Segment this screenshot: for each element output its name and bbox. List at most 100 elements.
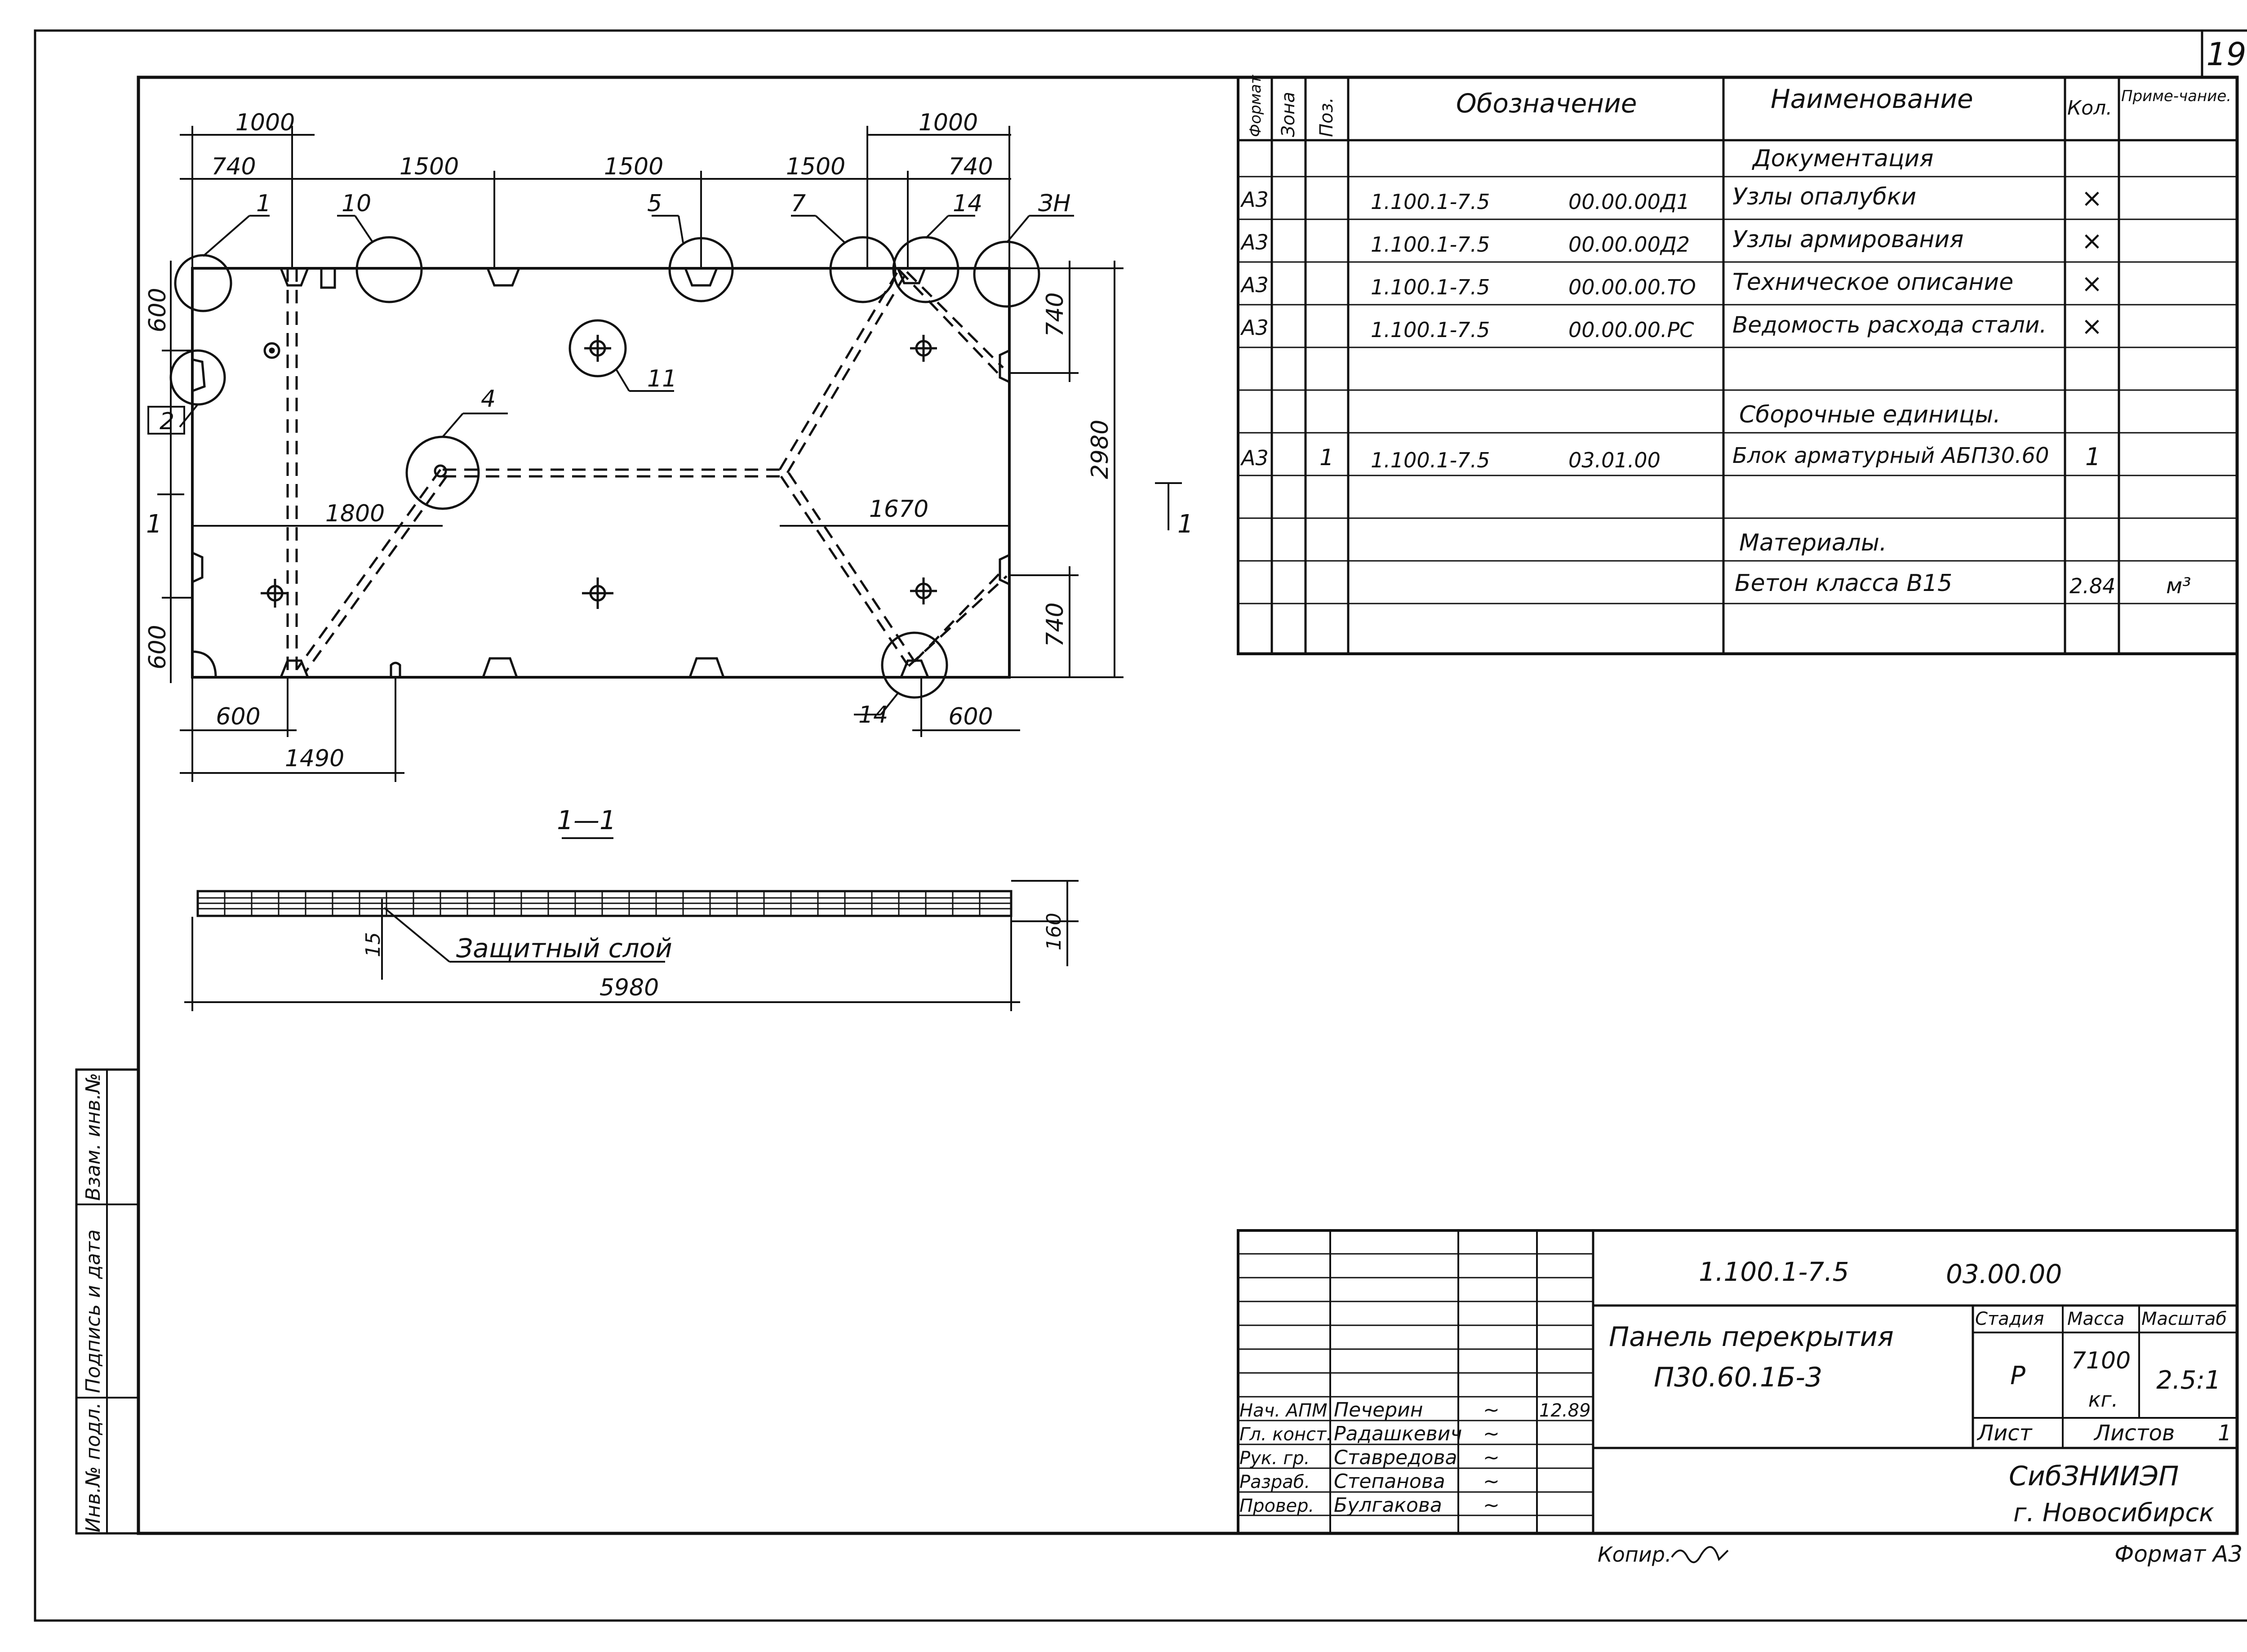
embedded-sockets xyxy=(191,268,1010,678)
format-label: Формат А3 xyxy=(2114,1541,2243,1567)
spec-row-8-code1: 1.100.1-7.5 xyxy=(1371,448,1490,472)
staff-role-4: Разраб. xyxy=(1239,1472,1310,1492)
dim-top-inner-1: 740 xyxy=(211,153,256,180)
staff-name-4: Степанова xyxy=(1334,1470,1445,1493)
section-mark-right: 1 xyxy=(1177,510,1194,539)
tb-code: 03.00.00 xyxy=(1946,1259,2062,1289)
callout-14-top: 14 xyxy=(953,190,982,217)
tb-designation: 1.100.1-7.5 xyxy=(1699,1257,1849,1287)
copied-label: Копир. xyxy=(1598,1542,1672,1567)
tb-stage-label: Стадия xyxy=(1975,1309,2044,1329)
staff-role-2: Гл. конст. xyxy=(1239,1424,1332,1445)
dimension-lines xyxy=(157,126,1182,782)
side-stamp: Инв.№ подл. Подпись и дата Взам. инв.№ xyxy=(75,1068,140,1535)
outer-frame xyxy=(34,29,2247,1622)
spec-header-name: Наименование xyxy=(1771,84,1973,114)
spec-row-8-code2: 03.01.00 xyxy=(1568,448,1661,472)
spec-row-5-code1: 1.100.1-7.5 xyxy=(1371,318,1490,342)
callout-zn: ЗН xyxy=(1038,190,1070,217)
spec-row-4-qty: × xyxy=(2082,269,2103,298)
spec-row-3-code1: 1.100.1-7.5 xyxy=(1371,232,1490,257)
spec-row-5-code2: 00.00.00.РС xyxy=(1568,318,1694,342)
panel-outline xyxy=(191,267,1011,679)
staff-name-5: Булгакова xyxy=(1334,1494,1442,1517)
spec-row-4-name: Техническое описание xyxy=(1732,269,2013,296)
section-mark-left: 1 xyxy=(146,510,162,539)
staff-sign-1: ~ xyxy=(1483,1399,1500,1421)
tb-sheets-count: 1 xyxy=(2218,1421,2232,1446)
callout-14-bottom: 14 xyxy=(858,702,888,728)
callout-1: 1 xyxy=(256,190,271,217)
dim-right-top: 740 xyxy=(1042,292,1069,337)
tb-mass-label: Масса xyxy=(2067,1309,2125,1329)
spec-row-11-name: Бетон класса В15 xyxy=(1735,570,1952,597)
dim-top-outer-right: 1000 xyxy=(919,109,978,136)
tb-org-line2: г. Новосибирск xyxy=(2013,1498,2214,1528)
staff-name-1: Печерин xyxy=(1334,1399,1423,1421)
staff-sign-5: ~ xyxy=(1483,1494,1500,1517)
callout-11: 11 xyxy=(647,365,677,392)
spec-header-qty: Кол. xyxy=(2067,97,2112,120)
side-stamp-inv-replace: Взам. инв.№ xyxy=(82,1073,105,1201)
spec-row-2-format: А3 xyxy=(1240,187,1269,212)
spec-row-3-qty: × xyxy=(2082,226,2103,256)
title-block: 1.100.1-7.5 03.00.00 Панель перекрытия П… xyxy=(1237,1229,2238,1535)
spec-row-3-name: Узлы армирования xyxy=(1732,226,1963,253)
side-stamp-signature: Подпись и дата xyxy=(82,1230,105,1393)
dim-cover: 15 xyxy=(362,932,385,957)
spec-row-8-pos: 1 xyxy=(1319,444,1334,471)
dim-bottom-left: 600 xyxy=(216,703,260,730)
spec-row-7-name: Сборочные единицы. xyxy=(1739,401,2001,428)
spec-row-4-format: А3 xyxy=(1240,273,1269,297)
spec-row-11-note: м³ xyxy=(2166,573,2191,599)
spec-row-1-name: Документация xyxy=(1752,145,1933,172)
dim-top-inner-4: 1500 xyxy=(786,153,845,180)
spec-row-10-name: Материалы. xyxy=(1739,529,1887,556)
protective-layer-label: Защитный слой xyxy=(456,933,672,964)
callout-7: 7 xyxy=(791,190,806,217)
callout-2-box xyxy=(147,406,185,435)
staff-name-3: Ставредова xyxy=(1334,1446,1457,1469)
section-title: 1—1 xyxy=(557,805,616,835)
spec-row-8-qty: 1 xyxy=(2085,443,2100,471)
spec-row-3-format: А3 xyxy=(1240,230,1269,254)
spec-header-format: Формат xyxy=(1247,75,1265,137)
spec-row-2-name: Узлы опалубки xyxy=(1732,183,1916,210)
spec-row-2-code2: 00.00.00Д1 xyxy=(1568,190,1690,214)
tb-mass: 7100 xyxy=(2071,1347,2131,1374)
spec-row-5-format: А3 xyxy=(1240,315,1269,340)
spec-header-designation: Обозначение xyxy=(1456,88,1637,119)
dim-top-inner-3: 1500 xyxy=(604,153,663,180)
spec-row-2-qty: × xyxy=(2082,184,2103,213)
page-number: 19 xyxy=(2206,36,2246,73)
tb-org-line1: СибЗНИИЭП xyxy=(2009,1461,2179,1492)
dim-bottom-right: 600 xyxy=(948,703,993,730)
staff-name-2: Радашкевич xyxy=(1334,1422,1462,1445)
page-number-box: 19 xyxy=(2201,31,2247,77)
callout-circles xyxy=(169,236,1040,699)
staff-date-1: 12.89 xyxy=(1539,1400,1591,1421)
tb-mass-unit: кг. xyxy=(2088,1387,2118,1412)
tb-scale: 2.5:1 xyxy=(2156,1366,2221,1395)
callout-5: 5 xyxy=(647,190,662,217)
spec-row-11-qty: 2.84 xyxy=(2069,574,2115,598)
callout-2: 2 xyxy=(160,408,174,435)
spec-header-pos: Поз. xyxy=(1316,97,1337,137)
tb-scale-label: Масштаб xyxy=(2141,1309,2227,1329)
dim-right-total: 2980 xyxy=(1087,420,1114,479)
tb-sheet-label: Лист xyxy=(1976,1421,2033,1446)
staff-sign-2: ~ xyxy=(1483,1422,1500,1445)
dim-left-top: 600 xyxy=(144,288,171,332)
tb-stage: Р xyxy=(2010,1361,2025,1390)
dim-left-bottom: 600 xyxy=(144,625,171,669)
dim-right-bottom: 740 xyxy=(1042,602,1069,647)
spec-row-5-name: Ведомость расхода стали. xyxy=(1732,312,2047,338)
staff-sign-3: ~ xyxy=(1483,1446,1500,1469)
spec-header-note: Приме-чание. xyxy=(2121,87,2231,105)
tb-name-line2: П30.60.1Б-3 xyxy=(1654,1362,1822,1393)
dim-inner-left: 1800 xyxy=(325,500,385,527)
dim-bottom-span: 1490 xyxy=(285,745,344,772)
spec-row-8-format: А3 xyxy=(1240,446,1269,470)
dim-inner-right: 1670 xyxy=(869,496,928,523)
